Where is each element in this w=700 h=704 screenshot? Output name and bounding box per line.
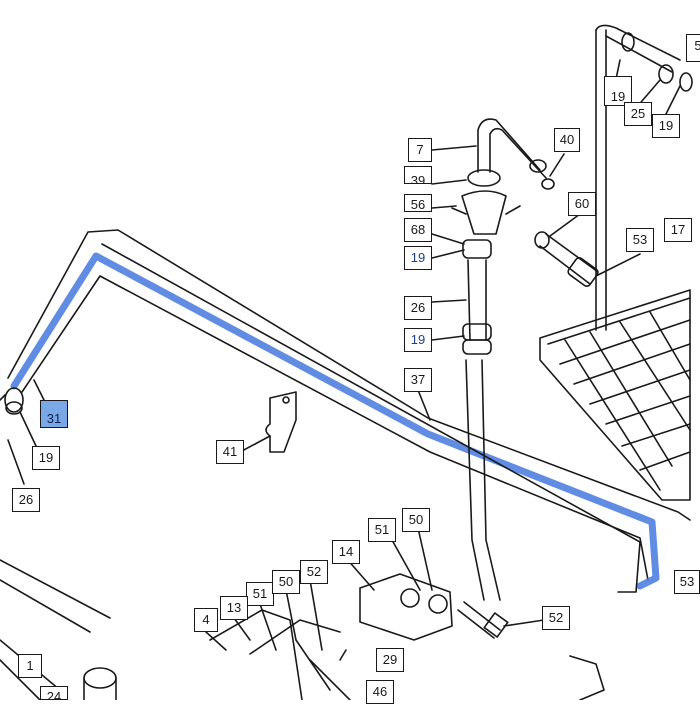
callout-52[interactable]: 52 [542, 606, 570, 630]
callout-19[interactable]: 19 [404, 246, 432, 270]
radiator-body [539, 289, 691, 501]
pipe-outline [101, 243, 641, 593]
callout-51[interactable]: 51 [246, 582, 274, 606]
callout-46[interactable]: 46 [366, 680, 394, 704]
callout-1[interactable]: 1 [18, 654, 42, 678]
callout-29[interactable]: 29 [376, 648, 404, 672]
callout-4[interactable]: 4 [194, 608, 218, 632]
callout-7[interactable]: 7 [408, 138, 432, 162]
callout-50[interactable]: 50 [402, 508, 430, 532]
pipe-outline [7, 229, 691, 521]
callout-60[interactable]: 60 [568, 192, 596, 216]
callout-26[interactable]: 26 [12, 488, 40, 512]
pipe-highlight [10, 252, 660, 590]
callout-19[interactable]: 19 [604, 76, 632, 106]
callout-19[interactable]: 19 [404, 328, 432, 352]
callout-5[interactable]: 5 [686, 34, 700, 62]
callout-25[interactable]: 25 [624, 102, 652, 126]
callout-19[interactable]: 19 [652, 114, 680, 138]
callout-26[interactable]: 26 [404, 296, 432, 320]
pipe-outline [21, 275, 649, 581]
callout-17[interactable]: 17 [664, 218, 692, 242]
callout-31-selected[interactable]: 31 [40, 400, 68, 428]
callout-40[interactable]: 40 [554, 128, 580, 152]
pipe-outline [465, 359, 485, 601]
callout-51[interactable]: 51 [368, 518, 396, 542]
callout-37[interactable]: 37 [404, 368, 432, 392]
callout-39[interactable]: 39 [404, 166, 432, 184]
callout-52[interactable]: 52 [300, 560, 328, 584]
callout-53[interactable]: 53 [674, 570, 700, 594]
callout-14[interactable]: 14 [332, 540, 360, 564]
callout-24[interactable]: 24 [40, 686, 68, 700]
callout-53[interactable]: 53 [626, 228, 654, 252]
callout-68[interactable]: 68 [404, 218, 432, 242]
callout-41[interactable]: 41 [216, 440, 244, 464]
callout-50[interactable]: 50 [272, 570, 300, 594]
callout-13[interactable]: 13 [220, 596, 248, 620]
pipe-outline [481, 359, 501, 601]
callout-19[interactable]: 19 [32, 446, 60, 470]
callout-56[interactable]: 56 [404, 194, 432, 212]
